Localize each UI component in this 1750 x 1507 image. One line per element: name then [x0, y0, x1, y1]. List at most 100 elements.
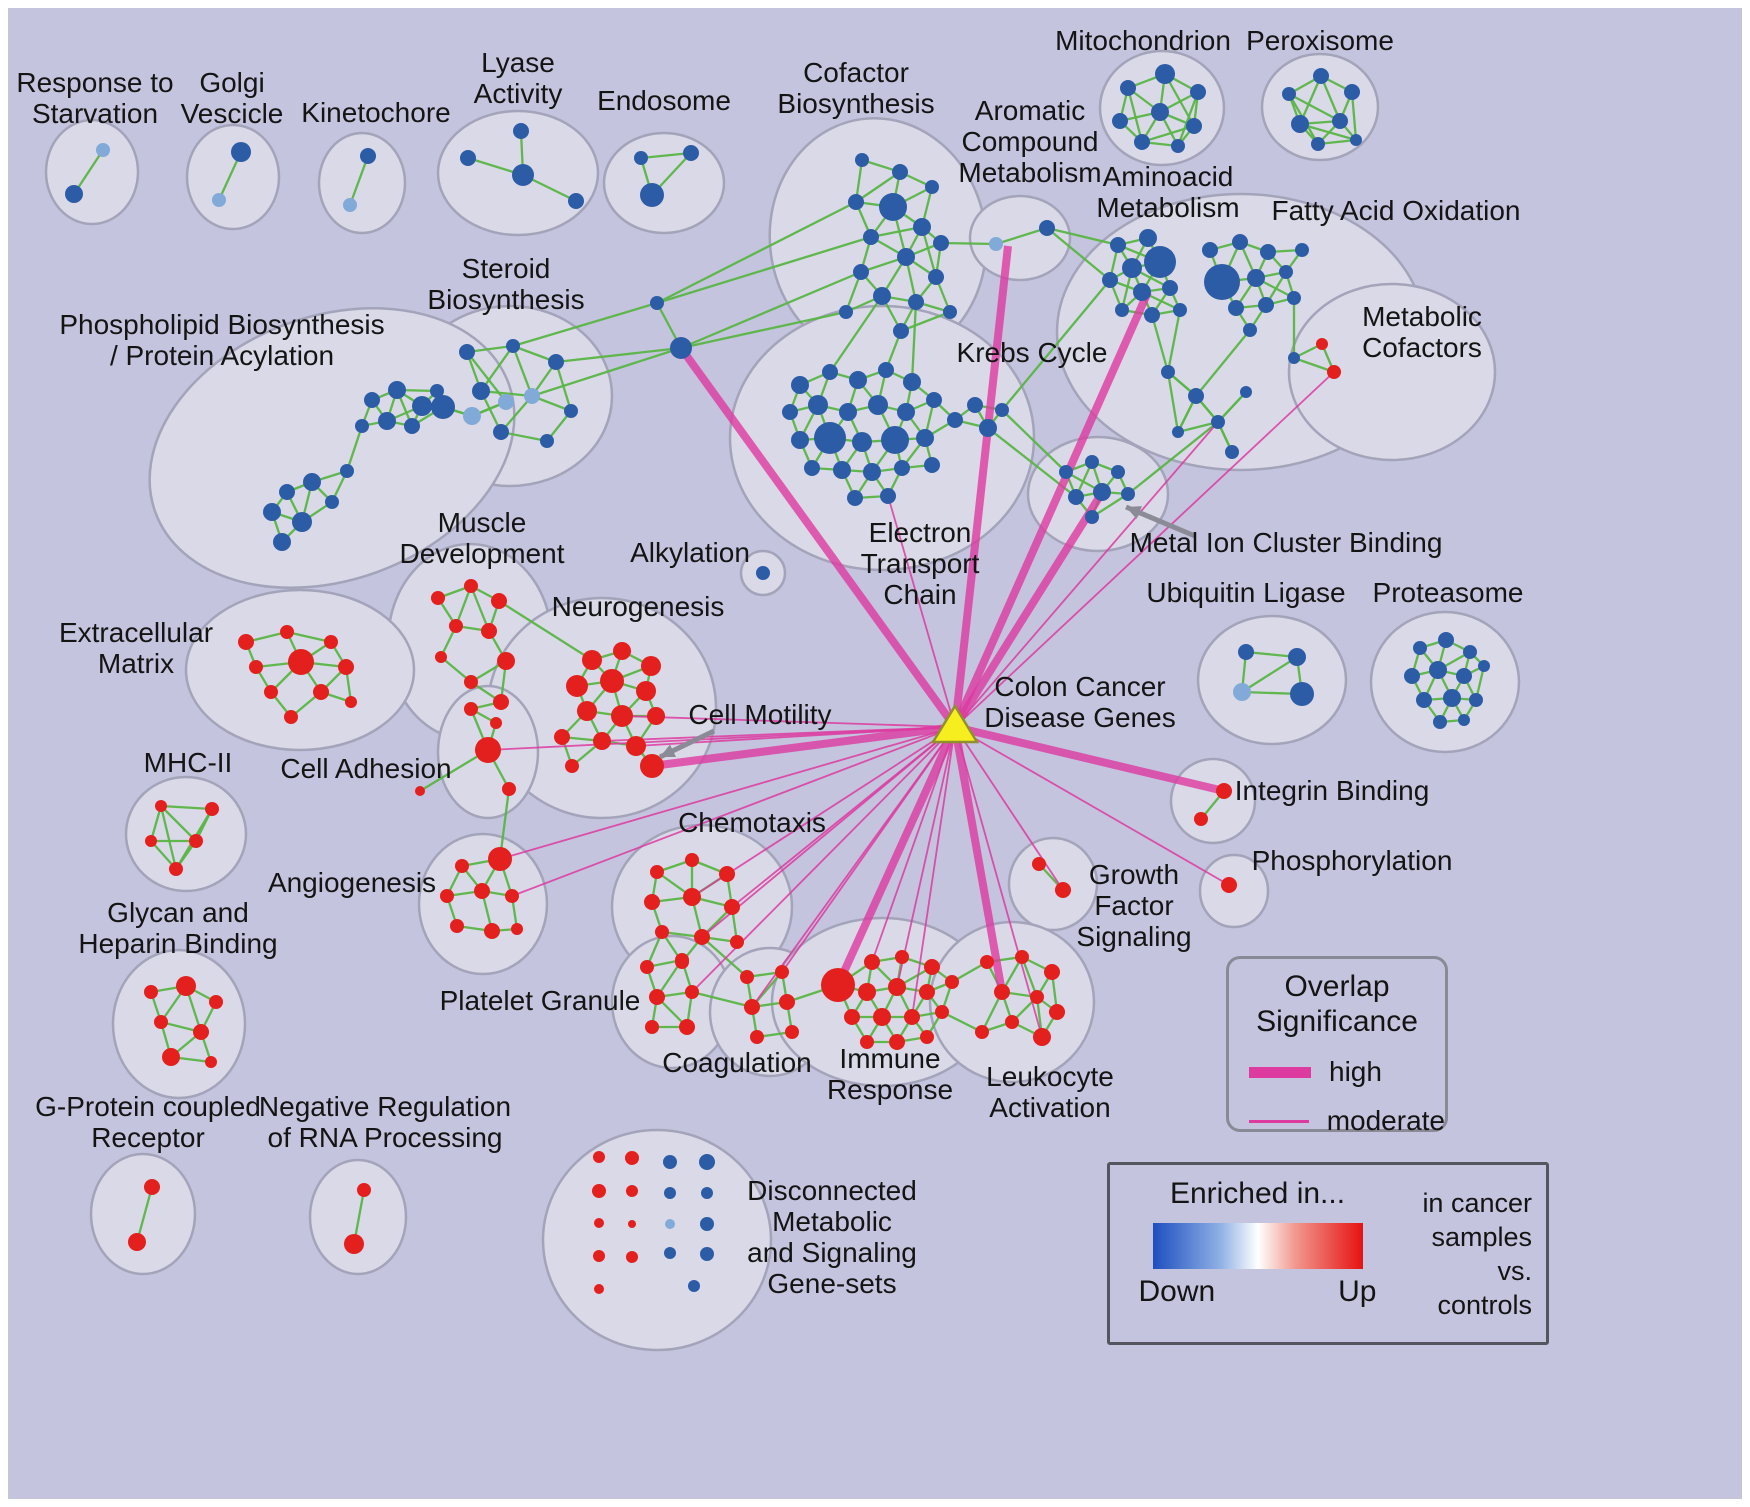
gene-set-node: [1033, 1028, 1051, 1046]
gene-set-node: [1288, 648, 1306, 666]
gene-set-node: [128, 1233, 146, 1251]
gene-set-node: [176, 976, 196, 996]
gene-set-node: [1287, 291, 1301, 305]
gene-set-node: [1144, 246, 1176, 278]
gene-set-node: [858, 983, 876, 1001]
gene-set-node: [1102, 272, 1118, 288]
gene-set-node: [679, 1019, 695, 1035]
high-significance-line-sample: [1249, 1066, 1311, 1078]
gene-set-node: [1282, 87, 1296, 101]
gene-set-edge: [1150, 314, 1170, 373]
gene-set-node: [1413, 641, 1427, 655]
gene-set-node: [440, 889, 454, 903]
label-chemotaxis: Chemotaxis: [678, 807, 826, 838]
gene-set-edge: [419, 749, 489, 792]
gene-set-node: [644, 894, 660, 910]
gene-set-node: [65, 185, 83, 203]
gene-set-node: [435, 651, 447, 663]
gene-set-node: [378, 412, 396, 430]
gene-set-node: [848, 194, 864, 210]
gene-set-node: [822, 364, 838, 380]
gene-set-node: [554, 729, 570, 745]
cluster-ellipse-response-to-starvation: [44, 118, 140, 226]
overlap-edge-moderate: [871, 726, 956, 963]
gene-set-node: [145, 835, 157, 847]
gene-set-node: [685, 853, 699, 867]
gene-set-node: [430, 384, 444, 398]
cluster-ellipse-peroxisome: [1260, 52, 1380, 162]
gene-set-node: [670, 337, 692, 359]
overlap-legend-title-line1: Overlap: [1284, 970, 1390, 1003]
gene-set-node: [460, 150, 476, 166]
gene-set-node: [873, 1008, 891, 1026]
colon-cancer-disease-genes-hub: [930, 703, 980, 744]
gene-set-node: [564, 404, 578, 418]
gene-set-node: [502, 782, 516, 796]
inter-cluster-edge: [829, 295, 883, 373]
gene-set-node: [1240, 386, 1252, 398]
gene-set-edge: [1195, 329, 1251, 397]
gene-set-node: [1039, 220, 1055, 236]
gene-set-node: [700, 1217, 714, 1231]
cluster-ellipse-aromatic-compound-metabolism: [968, 194, 1072, 282]
callout-arrowhead: [660, 744, 676, 758]
gene-set-node: [1291, 115, 1309, 133]
gene-set-node: [1032, 857, 1046, 871]
gene-set-node: [1458, 714, 1470, 726]
gene-set-node: [324, 635, 338, 649]
gene-set-node: [1221, 877, 1237, 893]
gene-set-node: [497, 652, 515, 670]
gene-set-node: [1247, 269, 1265, 287]
gene-set-node: [344, 1234, 364, 1254]
gene-set-node: [1068, 489, 1084, 505]
gene-set-node: [303, 473, 321, 491]
gene-set-node: [868, 395, 888, 415]
gene-set-node: [814, 422, 846, 454]
gene-set-node: [1232, 234, 1248, 250]
gene-set-node: [919, 984, 935, 1000]
gene-set-node: [675, 953, 689, 967]
gene-set-node: [493, 694, 509, 710]
gene-set-node: [880, 488, 896, 504]
gene-set-edge: [554, 361, 573, 412]
gene-set-node: [879, 193, 907, 221]
gene-set-node: [895, 950, 909, 964]
gene-set-node: [1204, 264, 1240, 300]
gene-set-node: [611, 705, 633, 727]
gene-set-node: [1194, 812, 1208, 826]
gene-set-node: [640, 183, 664, 207]
moderate-significance-label: moderate: [1326, 1105, 1445, 1136]
gene-set-node: [1171, 139, 1185, 153]
gene-set-node: [1122, 258, 1142, 278]
gene-set-node: [488, 847, 512, 871]
overlap-edge-moderate: [621, 715, 956, 728]
gene-set-node: [1115, 303, 1129, 317]
colorbar-note: in cancer samples vs. controls: [1405, 1165, 1546, 1342]
gene-set-node: [1120, 80, 1136, 96]
gene-set-node: [613, 642, 631, 660]
gene-set-node: [647, 707, 665, 725]
overlap-edge-moderate: [499, 726, 956, 860]
gene-set-node: [889, 1034, 905, 1050]
gene-set-node: [205, 802, 219, 816]
gene-set-node: [804, 460, 820, 476]
gene-set-node: [943, 305, 957, 319]
gene-set-node: [688, 1280, 700, 1292]
gene-set-node: [791, 431, 809, 449]
overlap-edge-high: [951, 290, 1152, 729]
gene-set-edge: [1126, 87, 1144, 143]
gene-set-node: [568, 193, 584, 209]
gene-set-edge: [160, 804, 213, 811]
gene-set-node: [593, 1250, 605, 1262]
cluster-ellipse-ubiquitin-ligase: [1196, 614, 1348, 746]
gene-set-node: [1344, 84, 1360, 100]
label-mhc-ii: MHC-II: [144, 747, 233, 778]
gene-set-node: [284, 710, 298, 724]
gene-set-node: [249, 660, 263, 674]
gene-set-node: [343, 198, 357, 212]
gene-set-node: [288, 649, 314, 675]
